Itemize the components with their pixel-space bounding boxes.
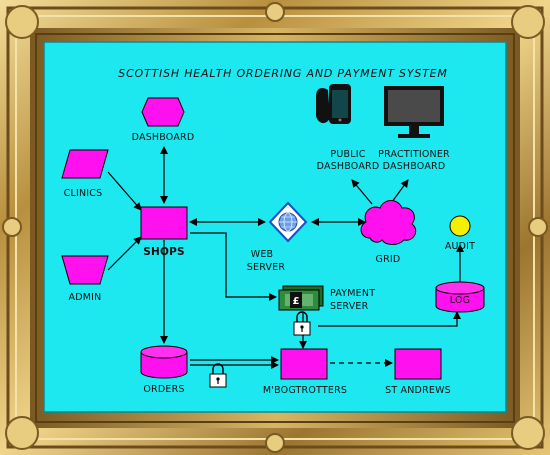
audit-node	[449, 215, 471, 237]
web-server-node	[268, 201, 308, 243]
log-label: LOG	[450, 295, 470, 306]
padlock-icon	[293, 311, 311, 336]
public-dashboard-label-line1: PUBLIC	[330, 149, 365, 160]
clinics-node	[61, 149, 109, 179]
admin-label: ADMIN	[69, 292, 102, 303]
audit-label: AUDIT	[445, 241, 475, 252]
practitioner-dashboard-label-line1: PRACTITIONER	[378, 149, 450, 160]
public-dashboard-label-line2: DASHBOARD	[317, 161, 380, 172]
dashboard-label: DASHBOARD	[132, 132, 195, 143]
orders-label: ORDERS	[143, 384, 184, 395]
admin-node	[61, 255, 109, 285]
diagram-title: SCOTTISH HEALTH ORDERING AND PAYMENT SYS…	[118, 67, 447, 80]
web-server-label-line2: SERVER	[247, 262, 286, 273]
shops-node	[140, 206, 188, 240]
mbogtrotters-label: M'BOGTROTTERS	[263, 385, 347, 396]
st-andrews-label: ST ANDREWS	[385, 385, 451, 396]
web-server-label-line1: WEB	[251, 249, 274, 260]
smartphone-icon	[316, 84, 351, 124]
mbogtrotters-node	[280, 348, 328, 380]
grid-label: GRID	[376, 254, 401, 265]
svg-text:£: £	[293, 296, 300, 307]
banknote-icon: £	[278, 285, 324, 311]
cloud-icon	[360, 200, 417, 245]
padlock-icon	[209, 363, 227, 388]
payment-server-label-line1: PAYMENT	[330, 288, 375, 299]
payment-server-label-line2: SERVER	[330, 301, 369, 312]
shops-label: SHOPS	[143, 246, 185, 258]
practitioner-dashboard-label-line2: DASHBOARD	[383, 161, 446, 172]
connectors	[107, 146, 464, 369]
dashboard-node	[141, 97, 185, 127]
clinics-label: CLINICS	[64, 188, 103, 199]
log-node	[435, 281, 485, 313]
orders-node	[140, 345, 188, 379]
globe-icon	[278, 212, 298, 232]
st-andrews-node	[394, 348, 442, 380]
monitor-icon	[384, 86, 444, 138]
